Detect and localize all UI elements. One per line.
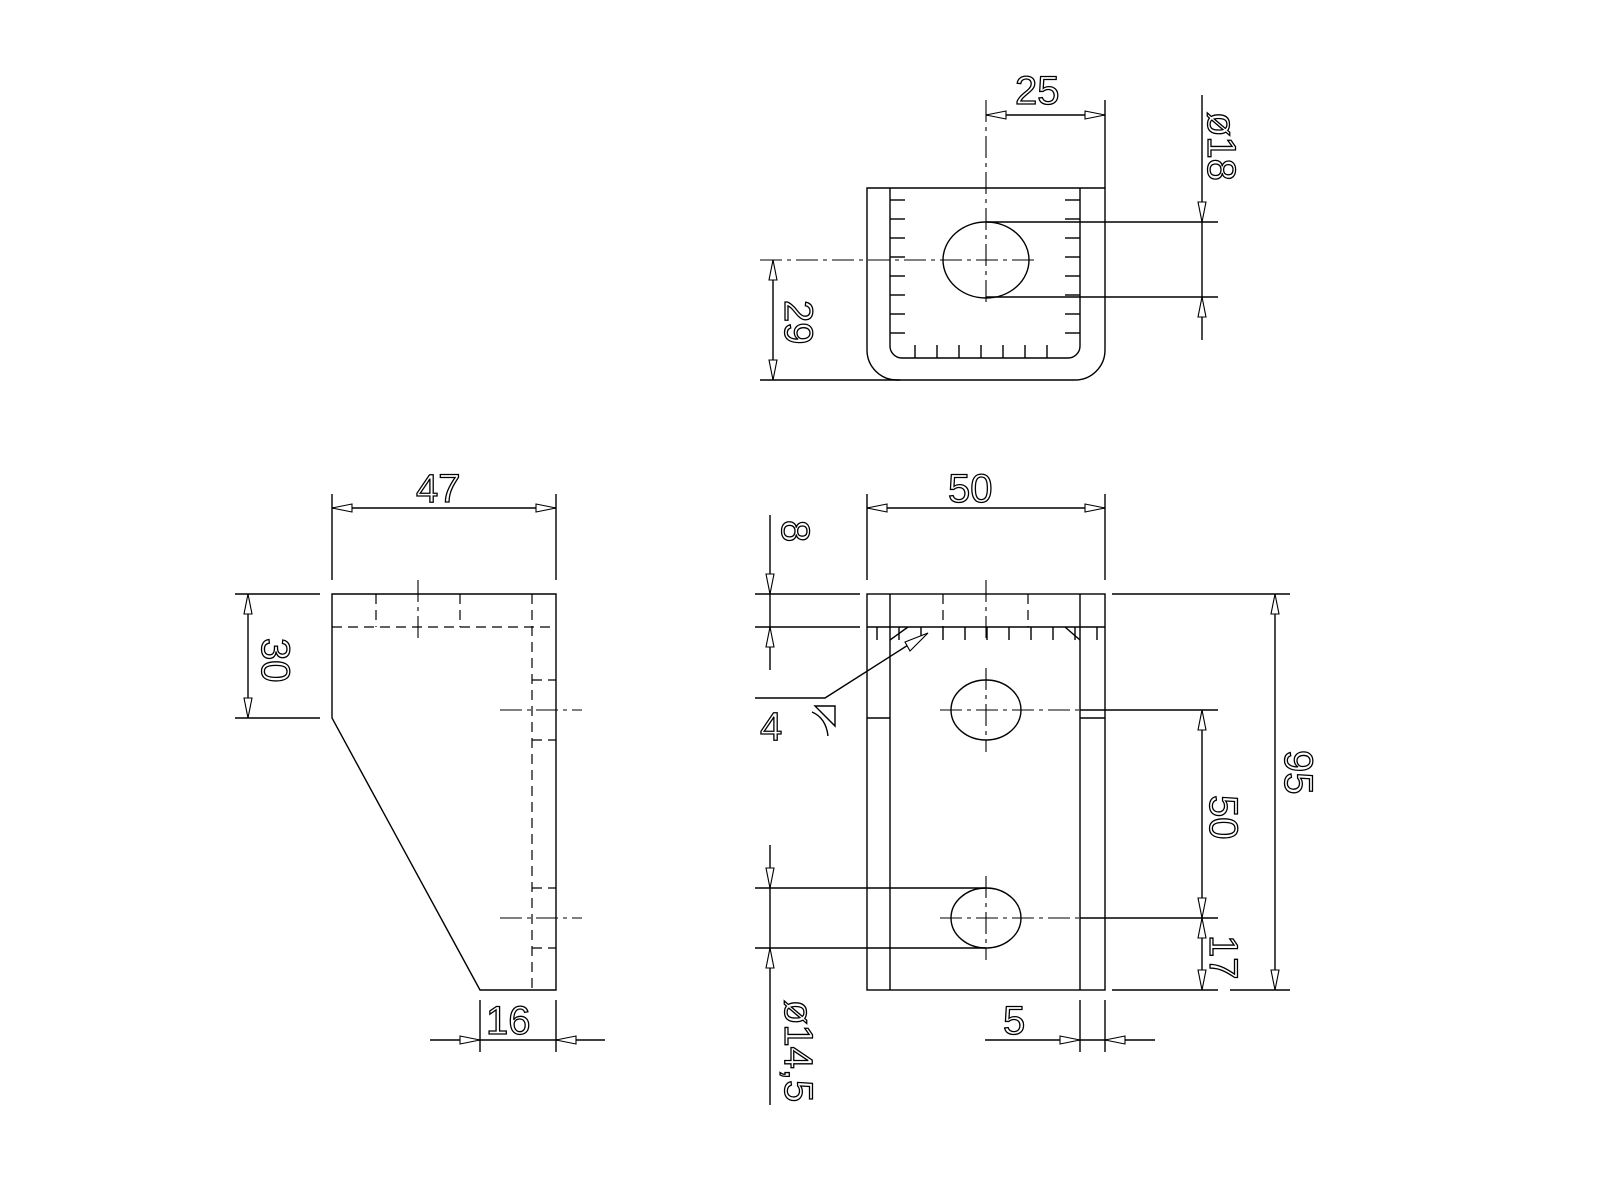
arrowhead xyxy=(555,1035,577,1045)
top-view-outline xyxy=(866,187,1106,381)
arrowhead xyxy=(765,947,775,969)
arrowhead xyxy=(459,1035,481,1045)
arrowhead xyxy=(535,503,557,513)
arrowhead xyxy=(1084,110,1106,120)
dim-front-top: 8 xyxy=(773,520,817,542)
arrowhead xyxy=(331,503,353,513)
arrowhead xyxy=(1197,709,1207,731)
weld-leader xyxy=(755,639,917,699)
arrowhead xyxy=(1059,1035,1081,1045)
drawing-geometry xyxy=(235,95,1290,1105)
arrowhead xyxy=(1197,296,1207,318)
weld-symbol xyxy=(813,705,836,728)
weld-symbol xyxy=(811,711,829,737)
arrowhead xyxy=(1197,917,1207,939)
arrowhead xyxy=(1197,201,1207,223)
arrowhead xyxy=(1270,593,1280,615)
arrowhead xyxy=(765,867,775,889)
dim-side-width: 47 xyxy=(416,467,461,511)
arrowhead xyxy=(1197,969,1207,991)
dim-weld-size: 4 xyxy=(760,705,782,749)
arrowhead xyxy=(243,697,253,719)
arrowhead xyxy=(765,573,775,595)
dim-front-height: 95 xyxy=(1276,750,1320,795)
weld-fillet xyxy=(889,626,909,641)
arrowhead xyxy=(768,259,778,281)
arrowhead xyxy=(1270,969,1280,991)
dim-top-width: 25 xyxy=(1015,69,1060,113)
arrowhead xyxy=(768,359,778,381)
arrowhead xyxy=(1104,1035,1126,1045)
arrowhead xyxy=(904,632,929,652)
dimension-labels: 25 ø18 29 47 30 16 50 8 4 95 50 17 ø14,5… xyxy=(252,68,1320,1103)
dim-top-hole-diameter: ø18 xyxy=(1199,112,1243,181)
dim-side-height: 30 xyxy=(253,638,297,683)
dim-flange: 5 xyxy=(1003,999,1025,1043)
dim-hole-bottom: 17 xyxy=(1201,935,1245,980)
dim-hole-diameter: ø14,5 xyxy=(776,1000,820,1102)
dim-side-bottom: 16 xyxy=(486,999,531,1043)
top-view-inner xyxy=(889,188,1081,359)
arrowhead xyxy=(1197,897,1207,919)
arrowhead xyxy=(243,593,253,615)
arrowhead xyxy=(1084,503,1106,513)
arrowhead xyxy=(985,110,1007,120)
side-view-outline xyxy=(331,593,557,991)
weld-fillet xyxy=(1064,626,1081,641)
dim-front-width: 50 xyxy=(948,467,993,511)
arrowhead xyxy=(866,503,888,513)
dim-top-height: 29 xyxy=(776,300,820,345)
dim-hole-spacing: 50 xyxy=(1201,795,1245,840)
arrowhead xyxy=(765,626,775,648)
